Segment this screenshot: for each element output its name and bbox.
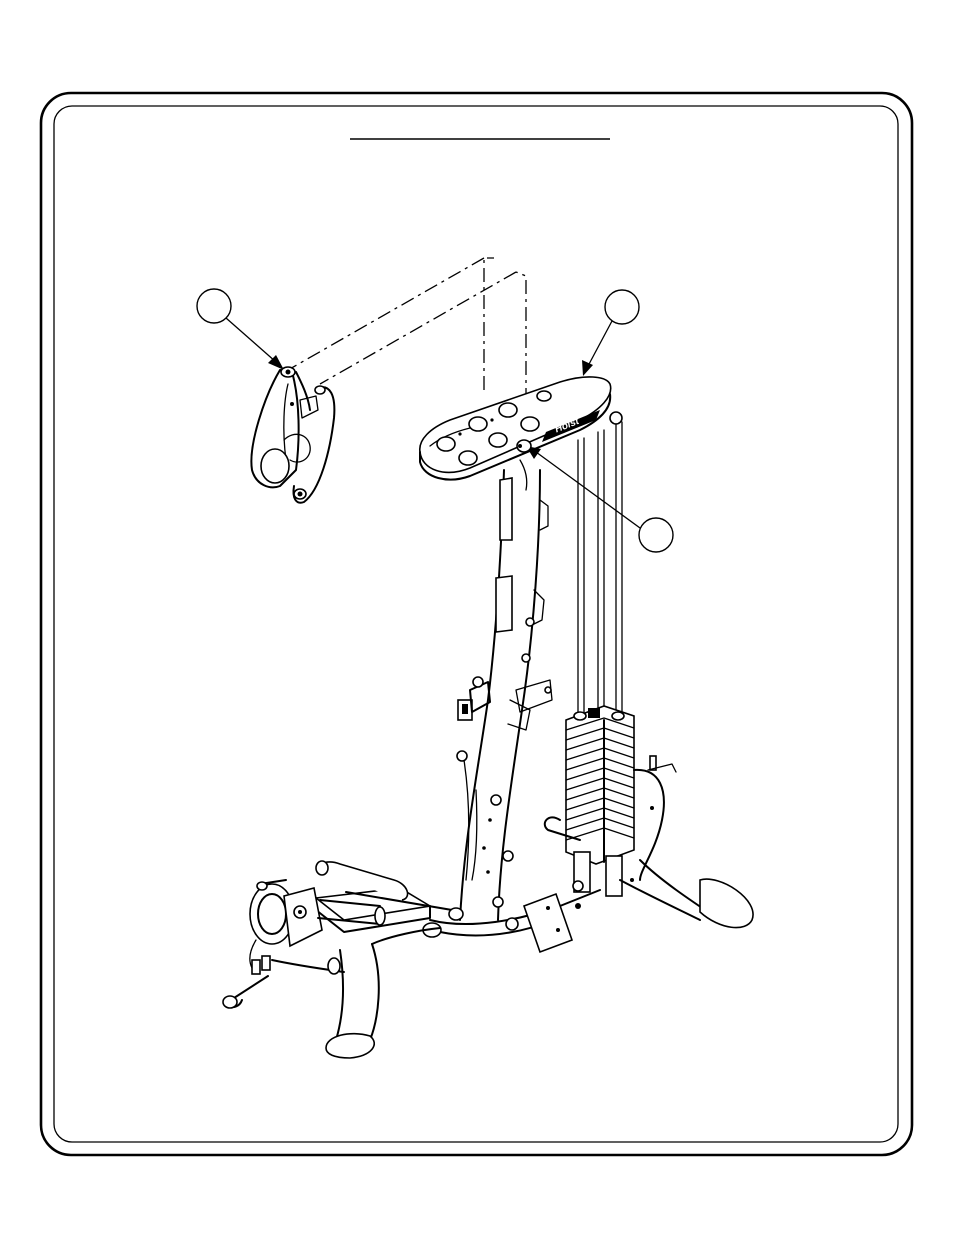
callout-left xyxy=(197,289,284,370)
page-frame xyxy=(41,93,912,1155)
callout-right-top xyxy=(582,290,639,376)
seat-assembly xyxy=(316,861,463,937)
front-base-leg xyxy=(326,928,440,1058)
alignment-dashes xyxy=(288,258,526,402)
guide-rods xyxy=(578,422,622,720)
pulley-bracket xyxy=(251,367,334,503)
callout-right-mid xyxy=(526,446,673,552)
main-column xyxy=(460,460,552,920)
weight-stack xyxy=(566,706,634,896)
top-plate: Hoist xyxy=(420,377,622,480)
